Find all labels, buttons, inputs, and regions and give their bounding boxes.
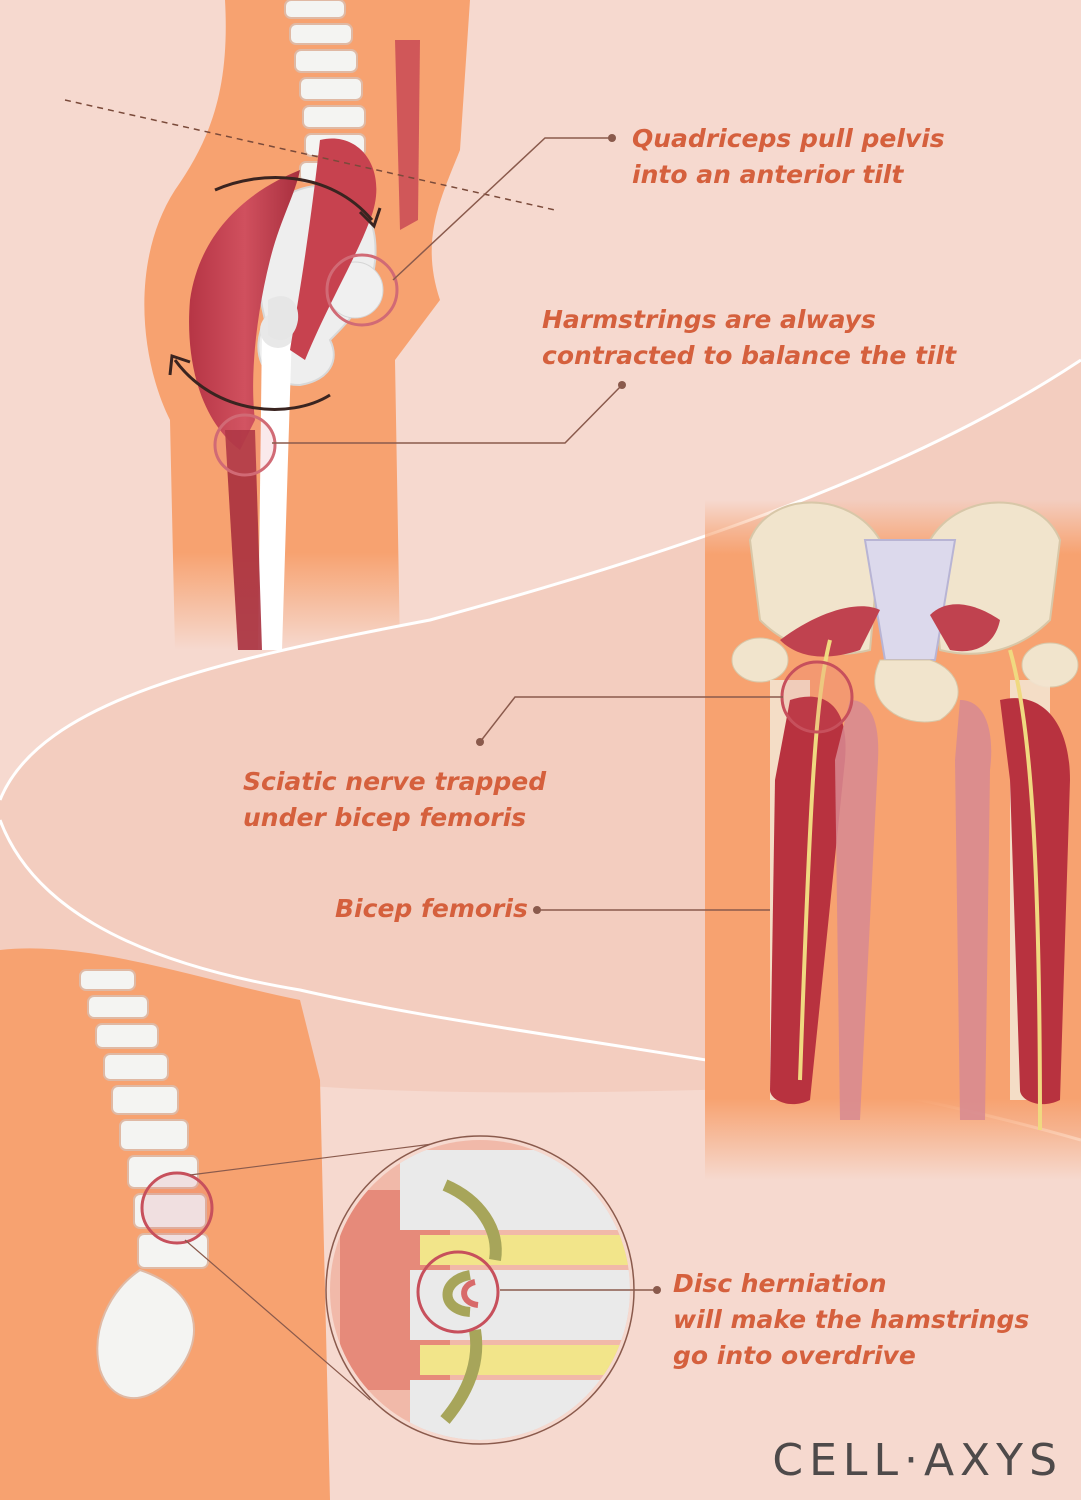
label-disc-line3: go into overdrive xyxy=(673,1341,916,1370)
highlight-circle-icon xyxy=(140,1171,214,1245)
callout-dot-icon xyxy=(653,1286,661,1294)
curved-arrow-icon xyxy=(168,353,191,376)
callout-line-quadriceps xyxy=(392,137,612,281)
label-bicep-femoris: Bicep femoris xyxy=(335,891,528,927)
highlight-circle-icon xyxy=(325,253,399,327)
callout-line-sciatic xyxy=(479,696,783,743)
posterior-pelvis-figure xyxy=(476,500,1081,1180)
curved-arrow-icon xyxy=(173,359,331,411)
brand-logo: CELL·AXYS xyxy=(772,1435,1063,1486)
label-disc-herniation: Disc herniation will make the hamstrings… xyxy=(673,1266,1029,1374)
label-disc-line1: Disc herniation xyxy=(673,1269,887,1298)
lumbar-spine-figure xyxy=(0,948,661,1500)
label-hamstrings-line2: contracted to balance the tilt xyxy=(542,341,957,370)
label-quadriceps-line1: Quadriceps pull pelvis xyxy=(632,124,945,153)
callout-dot-icon xyxy=(533,906,541,914)
highlight-circle-icon xyxy=(213,413,277,477)
side-hip-figure xyxy=(64,0,626,650)
curved-arrow-icon xyxy=(214,176,374,221)
label-quadriceps-line2: into an anterior tilt xyxy=(632,160,904,189)
callout-line-hamstrings xyxy=(272,384,623,444)
curved-arrow-icon xyxy=(358,207,382,229)
label-hamstrings-line1: Harmstrings are always xyxy=(542,305,876,334)
label-sciatic-nerve: Sciatic nerve trapped under bicep femori… xyxy=(243,764,546,836)
tilt-reference-line xyxy=(64,99,556,211)
label-disc-line2: will make the hamstrings xyxy=(673,1305,1030,1334)
label-sciatic-line1: Sciatic nerve trapped xyxy=(243,767,547,796)
highlight-circle-icon xyxy=(416,1250,500,1334)
label-hamstrings: Harmstrings are always contracted to bal… xyxy=(542,302,956,374)
label-bicep-line1: Bicep femoris xyxy=(335,894,528,923)
label-sciatic-line2: under bicep femoris xyxy=(243,803,527,832)
label-quadriceps: Quadriceps pull pelvis into an anterior … xyxy=(632,121,945,193)
callout-dot-icon xyxy=(618,381,626,389)
callout-dot-icon xyxy=(476,738,484,746)
callout-dot-icon xyxy=(608,134,616,142)
highlight-circle-icon xyxy=(780,660,854,734)
